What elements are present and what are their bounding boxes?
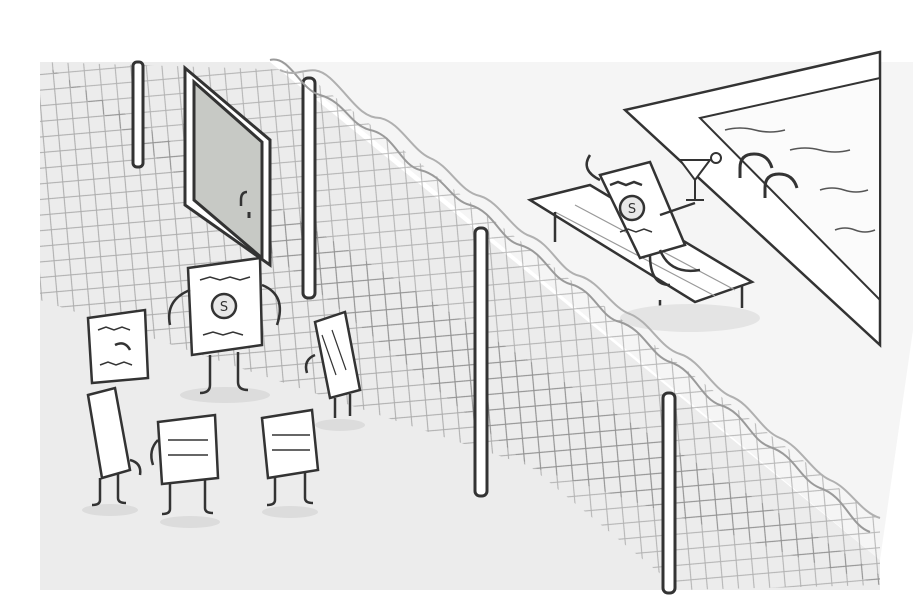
badge-letter: S [628,202,636,217]
fence-posts [131,60,677,595]
pool-icon [622,50,882,348]
document-character [86,308,150,385]
document-group: S [82,256,365,528]
document-character [150,413,220,528]
leader-document-character: S [167,256,282,403]
door-icon [183,64,272,268]
pool-ladder-icon [738,152,799,198]
relaxing-document-character: S [585,154,701,287]
badge-letter: S [220,300,228,315]
document-character [82,386,142,516]
cocktail-glass-icon [678,152,722,201]
document-character [260,408,320,518]
barbed-wire-icon [269,58,881,533]
document-character [304,310,365,431]
